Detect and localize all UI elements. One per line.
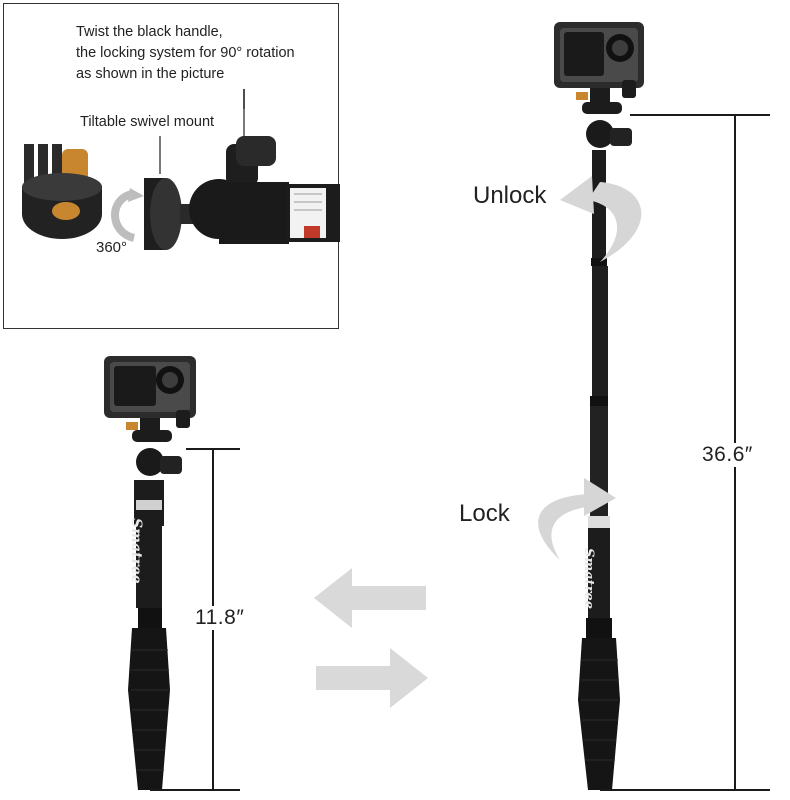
collapsed-length-label: 11.8″ — [193, 606, 247, 630]
brand-label-extended: Smatree — [581, 548, 596, 609]
swivel-mount-illustration — [22, 89, 340, 250]
camera-collapsed — [104, 356, 196, 432]
inset-caption-line-3: as shown in the picture — [76, 66, 225, 82]
mount-label: Tiltable swivel mount — [80, 114, 215, 130]
inset-caption-line-2: the locking system for 90° rotation — [76, 45, 295, 61]
camera-extended — [554, 22, 644, 102]
gopro-adapter — [22, 144, 102, 239]
curved-arrow-lock-icon — [538, 494, 598, 560]
arrow-right-icon — [316, 648, 428, 708]
detail-inset: Twist the black handle, the locking syst… — [3, 3, 340, 329]
brand-label-collapsed: Smatree — [128, 518, 144, 584]
arrow-left-icon — [314, 568, 426, 628]
rotation-label: 360° — [96, 239, 128, 256]
lock-label: Lock — [459, 500, 510, 527]
unlock-label: Unlock — [473, 182, 547, 209]
swivel-mount — [144, 136, 340, 250]
inset-caption-line-1: Twist the black handle, — [76, 24, 223, 40]
extended-length-label: 36.6″ — [700, 443, 755, 467]
rotation-arrow-icon — [111, 190, 136, 242]
curved-arrow-unlock-icon — [588, 182, 642, 262]
